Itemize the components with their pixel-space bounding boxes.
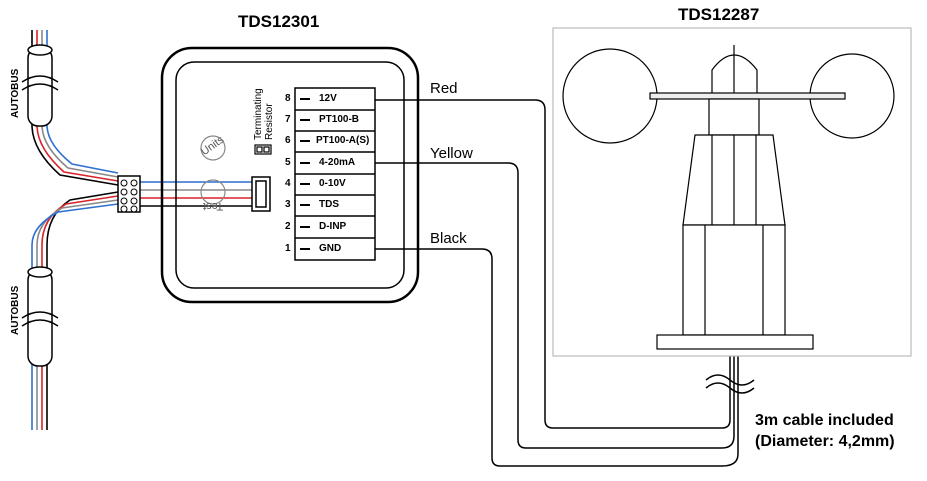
terminating-resistor-jumper	[254, 144, 272, 155]
anemometer	[562, 45, 895, 350]
terminal-4-label: 0-10V	[319, 178, 346, 189]
terminal-4-number: 4	[285, 178, 291, 189]
lower-bus-sleeve	[21, 266, 59, 367]
terminal-6-number: 6	[285, 135, 291, 146]
yellow-wire-label: Yellow	[430, 145, 473, 162]
terminal-5-number: 5	[285, 157, 291, 168]
terminal-8-number: 8	[285, 93, 291, 104]
terminal-1-number: 1	[285, 243, 291, 254]
terminal-6-label: PT100-A(S)	[316, 135, 370, 146]
cable-caption: 3m cable included (Diameter: 4,2mm)	[755, 410, 895, 452]
black-wire	[375, 248, 722, 467]
cable-caption-line1: 3m cable included	[755, 412, 894, 429]
terminal-3-number: 3	[285, 199, 291, 210]
bus-terminal-block	[117, 175, 141, 213]
terminal-7-number: 7	[285, 114, 291, 125]
terminal-5-label: 4-20mA	[319, 157, 356, 168]
module-title: TDS12301	[238, 12, 320, 31]
terminal-3-label: TDS	[319, 199, 339, 210]
module-housing	[160, 46, 420, 304]
terminating-resistor-line2: Resistor	[264, 103, 275, 140]
module-bus-connector	[251, 176, 271, 212]
terminating-resistor-label: Terminating Resistor	[253, 88, 275, 140]
terminal-2-number: 2	[285, 221, 291, 232]
terminal-block	[294, 87, 376, 261]
red-wire	[375, 99, 722, 429]
terminal-8-label: 12V	[319, 93, 337, 104]
terminal-2-label: D-INP	[319, 221, 347, 232]
terminating-resistor-line1: Terminating	[253, 88, 264, 140]
terminal-7-label: PT100-B	[319, 114, 360, 125]
bus-cable-lower	[31, 191, 119, 430]
sensor-title: TDS12287	[678, 5, 760, 24]
cable-end	[705, 350, 755, 467]
terminal-dashes	[300, 98, 310, 250]
test-knob-label: Test	[203, 200, 224, 212]
test-knob	[200, 179, 226, 205]
lower-bus-label: AUTOBUS	[10, 285, 21, 335]
terminal-1-label: GND	[319, 243, 342, 254]
upper-bus-sleeve	[21, 44, 59, 127]
units-knob	[200, 135, 226, 161]
red-wire-label: Red	[430, 80, 458, 97]
cable-caption-line2: (Diameter: 4,2mm)	[755, 433, 895, 450]
upper-bus-label: AUTOBUS	[10, 68, 21, 118]
bus-to-module-wires	[140, 181, 255, 207]
yellow-wire	[375, 162, 722, 449]
black-wire-label: Black	[430, 230, 467, 247]
